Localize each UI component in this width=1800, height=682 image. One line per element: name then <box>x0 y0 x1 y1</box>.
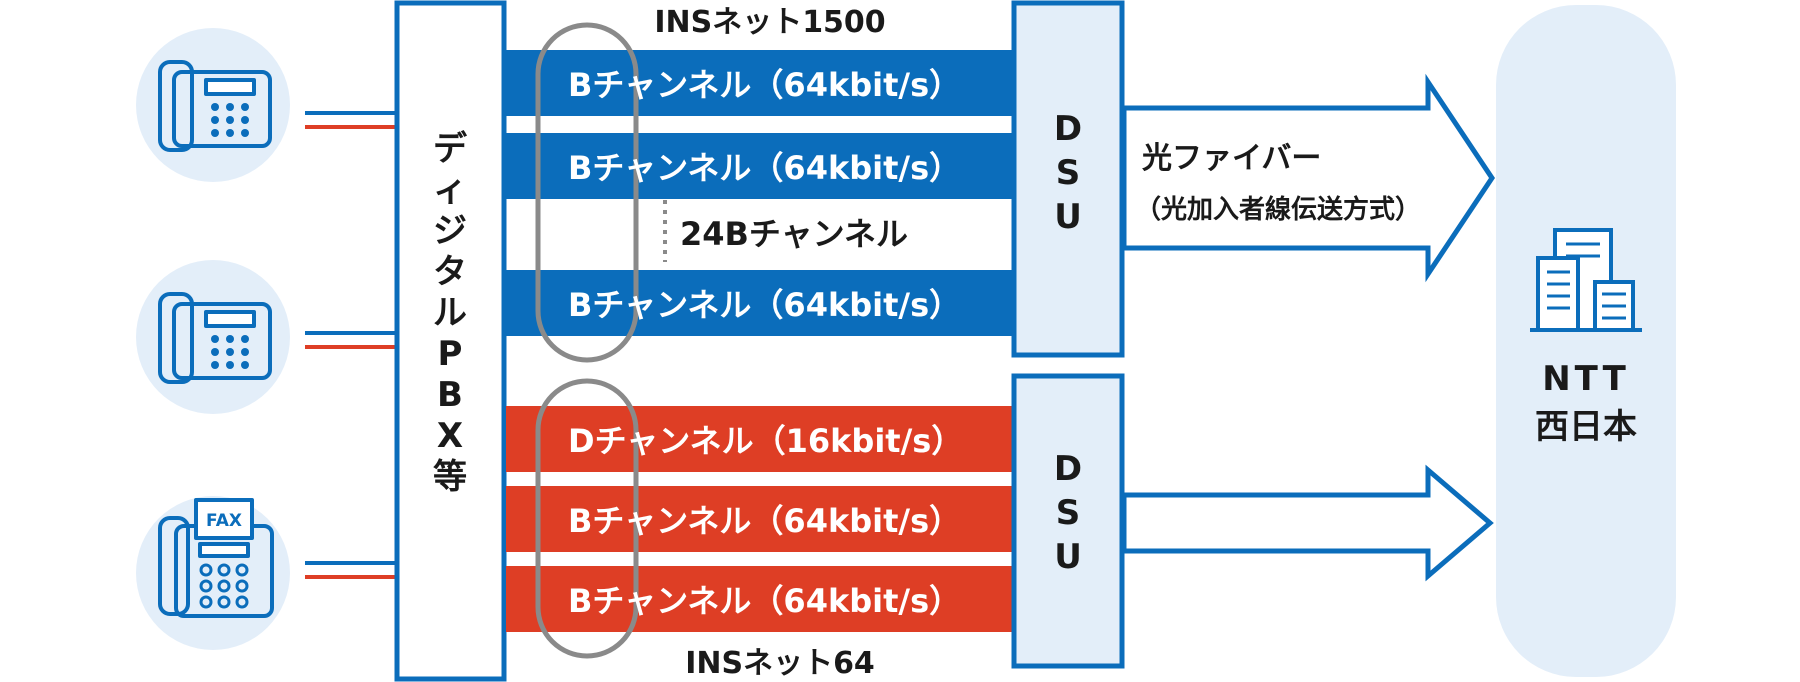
arrows-group: 光ファイバー （光加入者線伝送方式） <box>1121 73 1496 582</box>
channel-label: Bチャンネル（64kbit/s） <box>568 582 961 620</box>
channel-bar <box>506 50 1012 116</box>
channel-bar <box>506 486 1012 552</box>
channel-bar <box>506 270 1012 336</box>
dsu-arrow <box>1121 464 1494 582</box>
channel-label: Bチャンネル（64kbit/s） <box>568 286 961 324</box>
devices-group: FAX <box>136 28 396 650</box>
ins64-group: Dチャンネル（16kbit/s） Bチャンネル（64kbit/s） Bチャンネル… <box>506 378 1012 681</box>
ntt-group: NTT 西日本 <box>1496 5 1676 677</box>
fax-icon <box>158 498 274 618</box>
ntt-sublabel: 西日本 <box>1535 407 1637 447</box>
channel-bar <box>506 133 1012 199</box>
channel-bar <box>506 566 1012 632</box>
dsu-box <box>1011 373 1125 669</box>
ins1500-group: INSネット1500 Bチャンネル（64kbit/s） Bチャンネル（64kbi… <box>506 5 1012 363</box>
channel-bar <box>506 406 1012 472</box>
fiber-arrow <box>1121 73 1496 283</box>
telephone-icon <box>158 60 272 152</box>
fiber-sublabel: （光加入者線伝送方式） <box>1135 194 1421 225</box>
ins1500-label: INSネット1500 <box>654 5 885 40</box>
ntt-label: NTT <box>1542 359 1630 399</box>
channel-count-label: 24Bチャンネル <box>680 215 908 253</box>
ins64-label: INSネット64 <box>685 646 875 681</box>
channel-label: Bチャンネル（64kbit/s） <box>568 149 961 187</box>
channel-label: Bチャンネル（64kbit/s） <box>568 66 961 104</box>
channel-bundle-bracket <box>535 378 639 659</box>
fax-label: FAX <box>206 511 242 531</box>
channel-label: Dチャンネル（16kbit/s） <box>568 422 963 460</box>
channel-bundle-bracket <box>535 22 639 363</box>
dsu-box <box>1011 0 1125 358</box>
telephone-icon <box>158 292 272 384</box>
ntt-panel <box>1496 5 1676 677</box>
building-icon <box>1530 228 1642 332</box>
channel-label: Bチャンネル（64kbit/s） <box>568 502 961 540</box>
fiber-label: 光ファイバー <box>1142 141 1321 176</box>
